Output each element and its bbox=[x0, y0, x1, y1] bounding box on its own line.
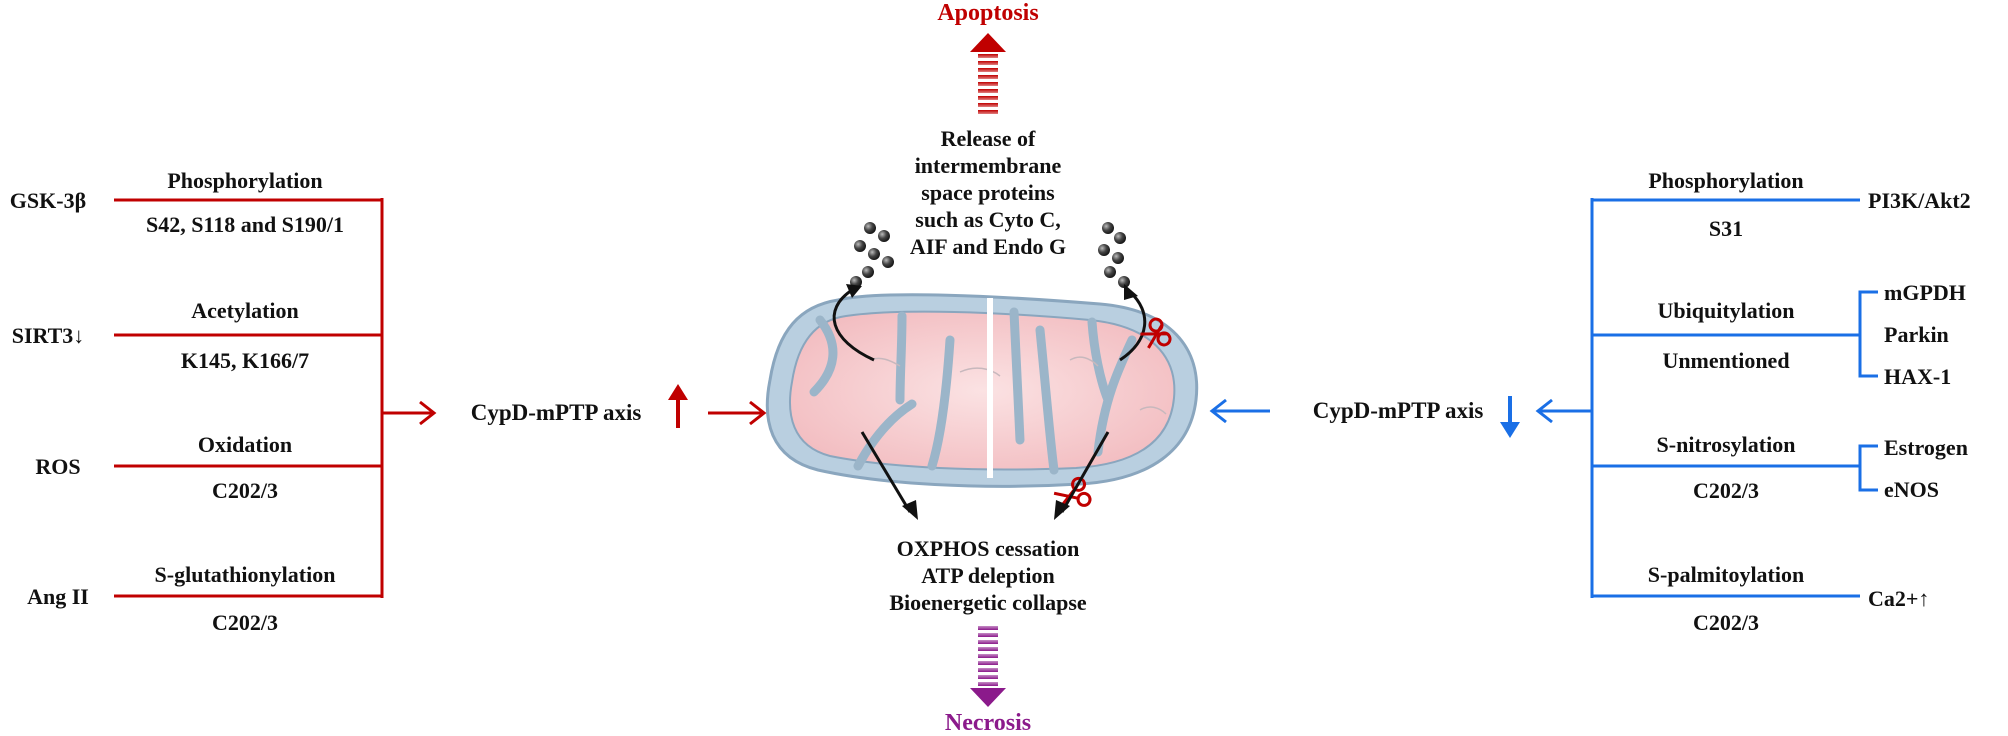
right-regulator: Parkin bbox=[1884, 322, 1949, 347]
right-modification: S-nitrosylation bbox=[1657, 432, 1796, 457]
left-site: C202/3 bbox=[212, 610, 278, 635]
outcome-arrowhead-left bbox=[902, 500, 918, 520]
outcome-arrowhead-right bbox=[1054, 500, 1070, 520]
right-site: S31 bbox=[1709, 216, 1743, 241]
left-source: SIRT3↓ bbox=[12, 323, 85, 348]
right-modification: S-palmitoylation bbox=[1648, 562, 1804, 587]
right-regulator: Ca2+↑ bbox=[1868, 586, 1929, 611]
outcome-arrow-right bbox=[1060, 431, 1110, 513]
right-modification: Phosphorylation bbox=[1648, 168, 1803, 193]
left-modification: S-glutathionylation bbox=[155, 562, 336, 587]
left-site: K145, K166/7 bbox=[181, 348, 309, 373]
left-modification: Acetylation bbox=[191, 298, 299, 323]
release-arrow-right bbox=[1119, 290, 1147, 362]
release-text: Release of intermembrane space proteins … bbox=[910, 126, 1066, 259]
right-modifications: Phosphorylation S31 PI3K/Akt2 Ubiquityla… bbox=[1648, 168, 1971, 635]
left-source: Ang II bbox=[27, 584, 89, 609]
left-site: C202/3 bbox=[212, 478, 278, 503]
scissors-icon bbox=[1140, 317, 1172, 349]
mitochondrion bbox=[765, 293, 1199, 488]
scissors-icon bbox=[1053, 476, 1092, 510]
right-site: Unmentioned bbox=[1662, 348, 1789, 373]
release-line: Release of bbox=[941, 126, 1036, 151]
left-site: S42, S118 and S190/1 bbox=[146, 212, 344, 237]
outcome-line: Bioenergetic collapse bbox=[889, 590, 1087, 615]
left-source: ROS bbox=[35, 454, 80, 479]
release-line: such as Cyto C, bbox=[915, 207, 1060, 232]
right-pathway bbox=[1209, 198, 1878, 598]
protein-dots-right bbox=[1098, 222, 1130, 288]
left-modification: Phosphorylation bbox=[167, 168, 322, 193]
left-modification: Oxidation bbox=[198, 432, 292, 457]
left-axis-label: CypD-mPTP axis bbox=[471, 400, 642, 425]
outcome-line: ATP deleption bbox=[921, 563, 1054, 588]
right-modification: Ubiquitylation bbox=[1658, 298, 1795, 323]
release-arrowhead-right bbox=[1124, 284, 1138, 300]
apoptosis-label: Apoptosis bbox=[937, 0, 1038, 26]
outcome-line: OXPHOS cessation bbox=[897, 536, 1080, 561]
release-line: intermembrane bbox=[915, 153, 1062, 178]
left-pathway bbox=[114, 198, 767, 598]
right-site: C202/3 bbox=[1693, 610, 1759, 635]
right-regulator: eNOS bbox=[1884, 477, 1939, 502]
release-arrowhead-left bbox=[846, 284, 862, 298]
necrosis-label: Necrosis bbox=[945, 710, 1031, 736]
right-regulator: mGPDH bbox=[1884, 280, 1966, 305]
release-line: AIF and Endo G bbox=[910, 234, 1066, 259]
right-site: C202/3 bbox=[1693, 478, 1759, 503]
left-source: GSK-3β bbox=[10, 188, 86, 213]
right-regulator: Estrogen bbox=[1884, 435, 1968, 460]
outcome-text: OXPHOS cessation ATP deleption Bioenerge… bbox=[889, 536, 1087, 615]
protein-dots-left bbox=[850, 222, 894, 288]
right-axis-label: CypD-mPTP axis bbox=[1313, 398, 1484, 423]
right-regulator: PI3K/Akt2 bbox=[1868, 188, 1971, 213]
release-arrow-left bbox=[832, 288, 875, 362]
left-modifications: GSK-3β Phosphorylation S42, S118 and S19… bbox=[10, 168, 344, 635]
apoptosis-arrow bbox=[970, 33, 1006, 114]
release-line: space proteins bbox=[921, 180, 1055, 205]
necrosis-arrow bbox=[970, 626, 1006, 707]
right-regulator: HAX-1 bbox=[1884, 364, 1951, 389]
outcome-arrow-left bbox=[860, 431, 912, 513]
